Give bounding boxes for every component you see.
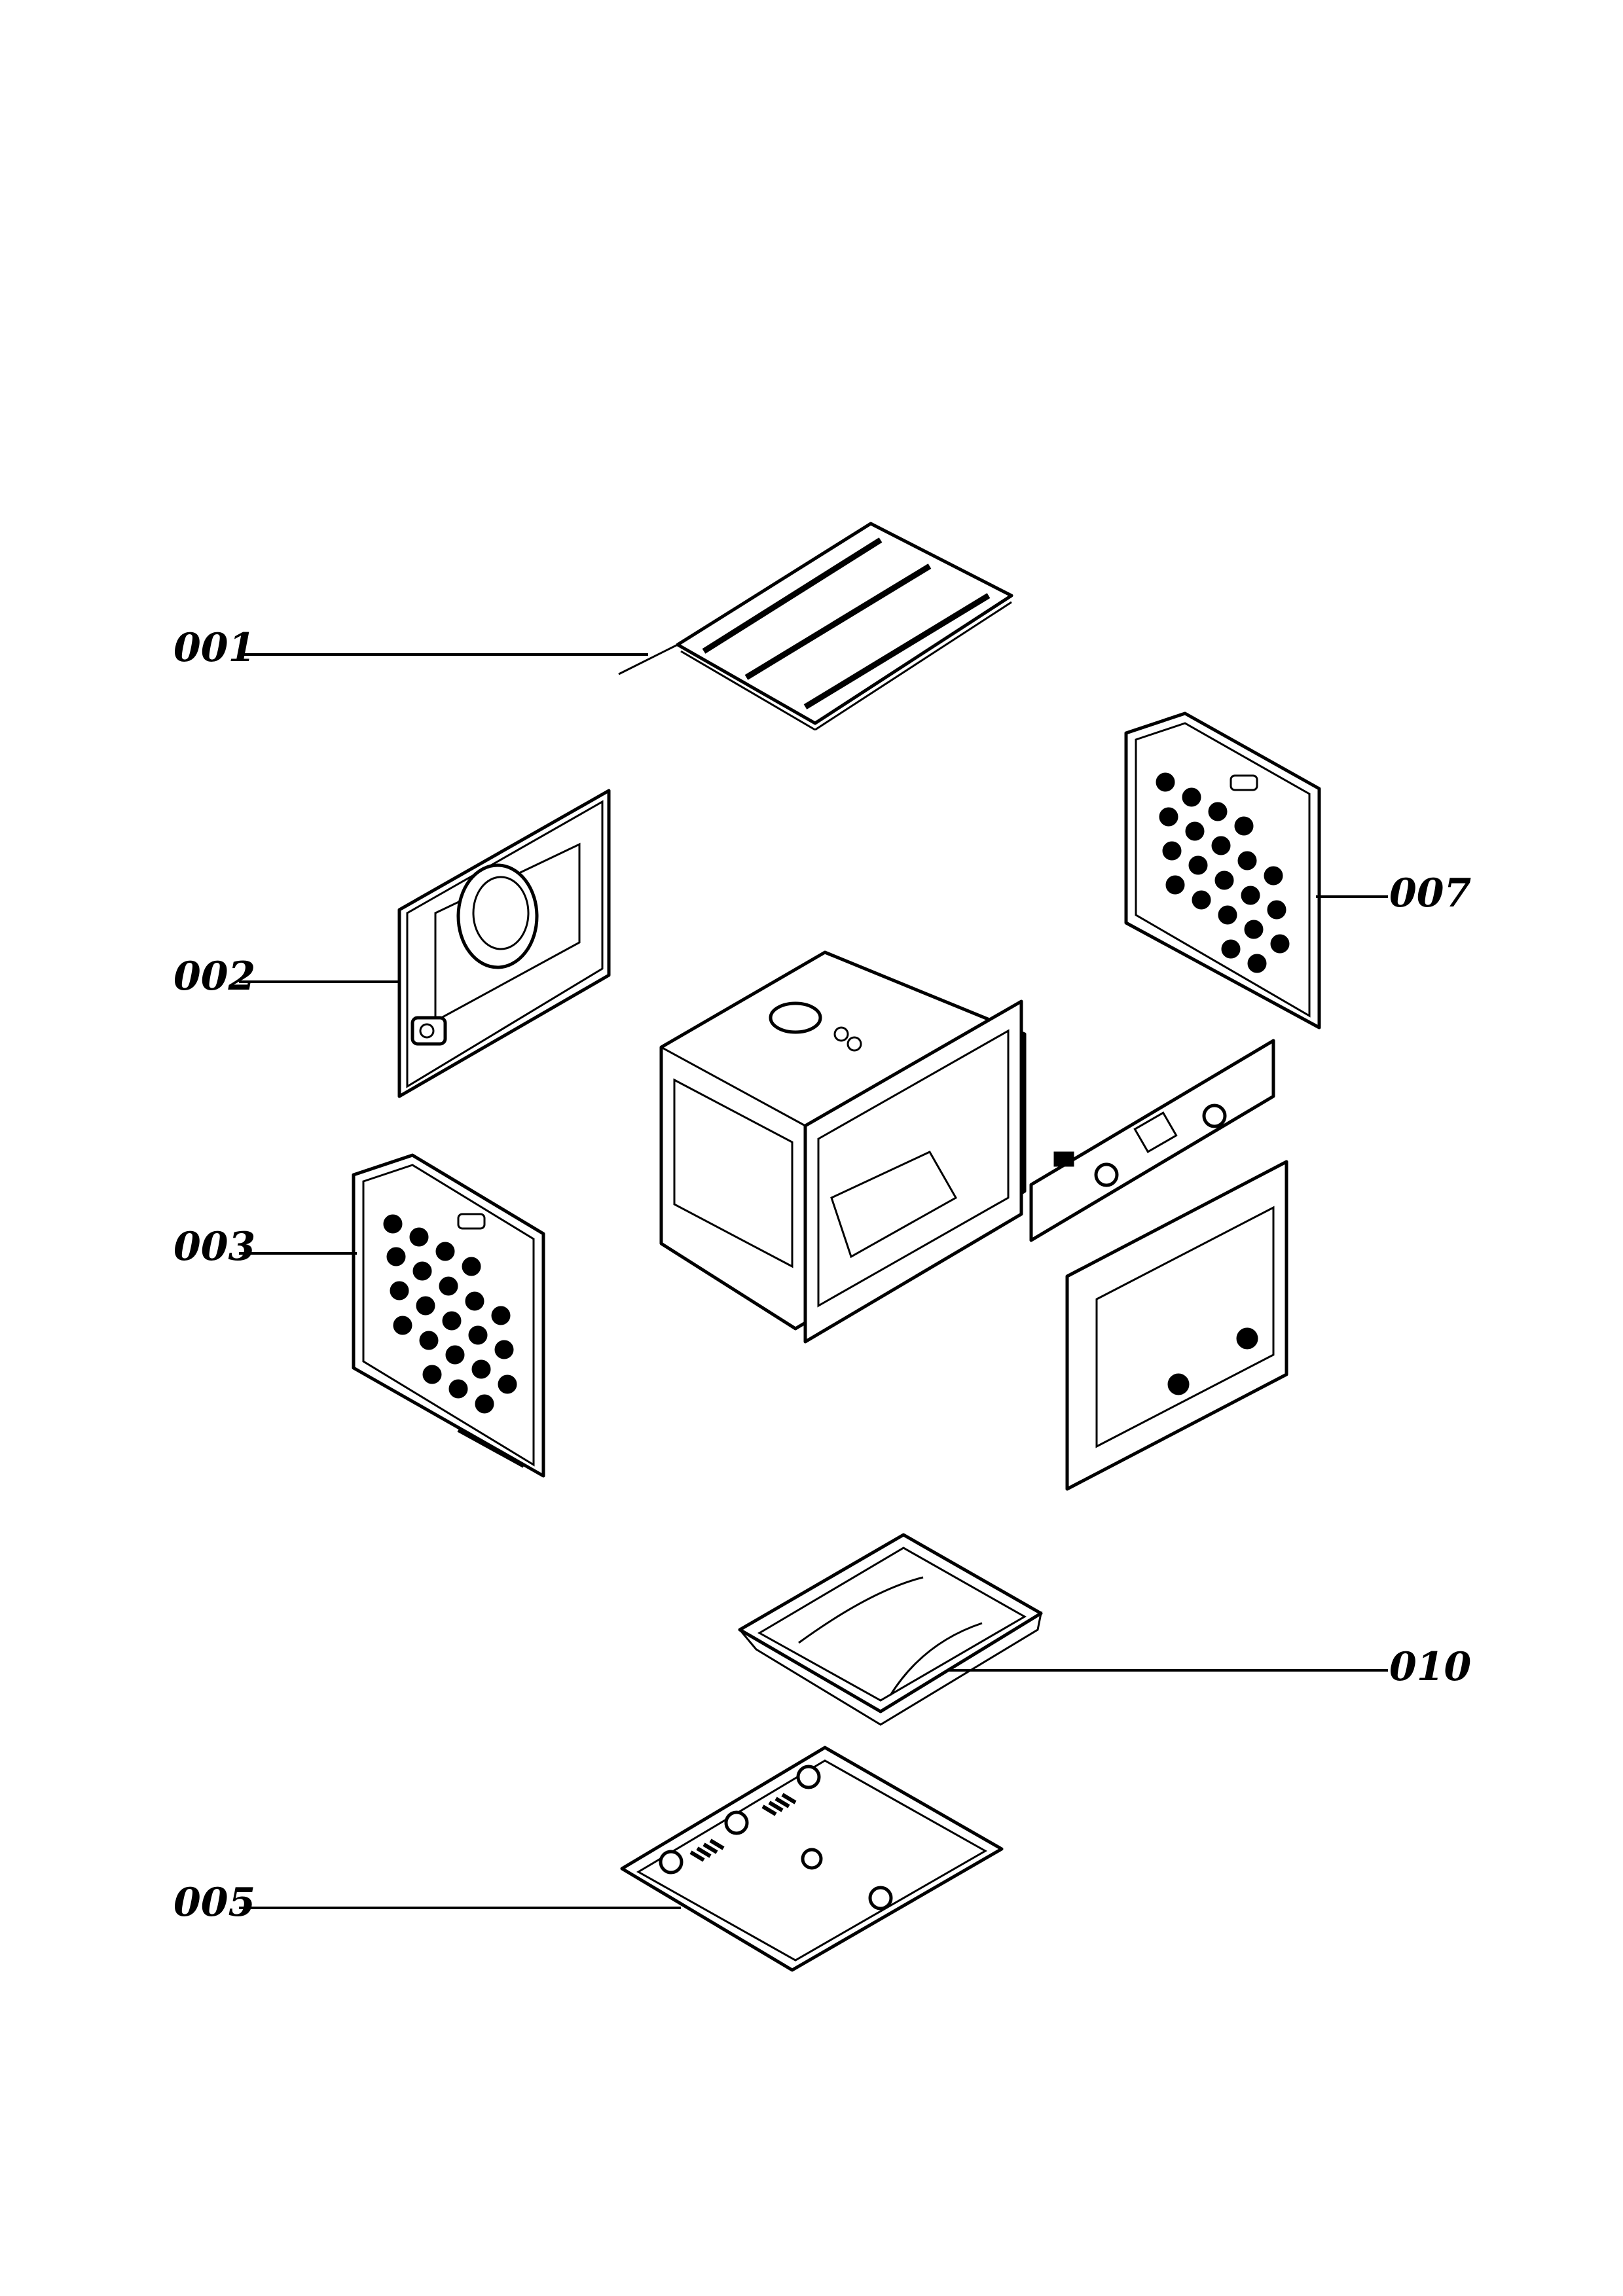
callout-005: 005 <box>173 1880 255 1926</box>
oven-cavity <box>659 950 1027 1344</box>
callout-007: 007 <box>1389 870 1471 916</box>
part-007-right-side-panel <box>1124 711 1321 1030</box>
callout-003: 003 <box>173 1224 255 1270</box>
callout-labels: 001 002 003 007 010 005 <box>173 625 1471 1926</box>
part-005-bottom-panel <box>620 1746 1004 1972</box>
callout-010: 010 <box>1389 1644 1471 1690</box>
leader-lines <box>239 653 1388 1909</box>
oven-door <box>1065 1160 1288 1491</box>
part-003-left-side-panel <box>352 1153 545 1478</box>
part-010-drip-tray <box>738 1533 1043 1726</box>
control-panel <box>1029 1039 1275 1242</box>
part-002-rear-panel <box>397 789 611 1098</box>
part-001-top-panel <box>618 522 1013 731</box>
callout-002: 002 <box>173 954 255 999</box>
callout-001: 001 <box>173 625 255 671</box>
